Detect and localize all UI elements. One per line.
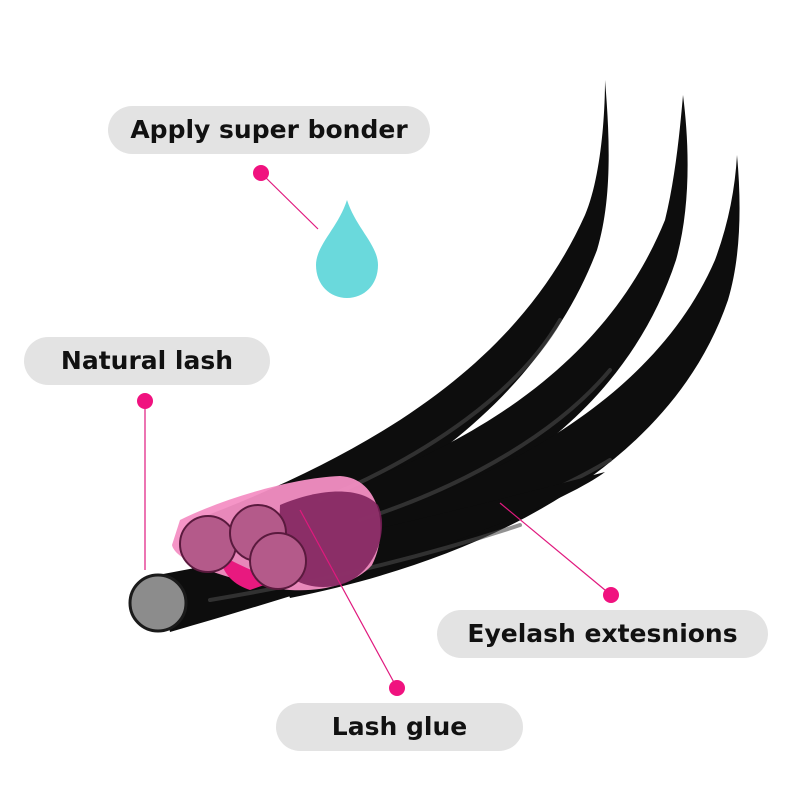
label-apply-super-bonder: Apply super bonder (108, 106, 430, 154)
natural-lash-strand (158, 472, 605, 632)
extension-sheen-1 (318, 318, 562, 502)
extension-end-1 (179, 515, 237, 573)
natural-lash-sheen (208, 523, 522, 602)
extension-end-3 (249, 532, 307, 590)
water-drop-icon (316, 200, 378, 298)
leader-dot-extensions (603, 587, 619, 603)
extension-sheen-2 (358, 368, 612, 522)
label-lash-glue: Lash glue (276, 703, 523, 751)
leader-dot-lash-glue (389, 680, 405, 696)
natural-lash-end (128, 573, 188, 633)
leader-line-extensions (499, 502, 612, 596)
label-eyelash-extensions: Eyelash extesnions (437, 610, 768, 658)
leader-dot-natural-lash (137, 393, 153, 409)
leader-dot-super-bonder (253, 165, 269, 181)
leader-line-super-bonder (260, 172, 319, 230)
leader-line-lash-glue (299, 509, 398, 689)
label-natural-lash: Natural lash (24, 337, 270, 385)
